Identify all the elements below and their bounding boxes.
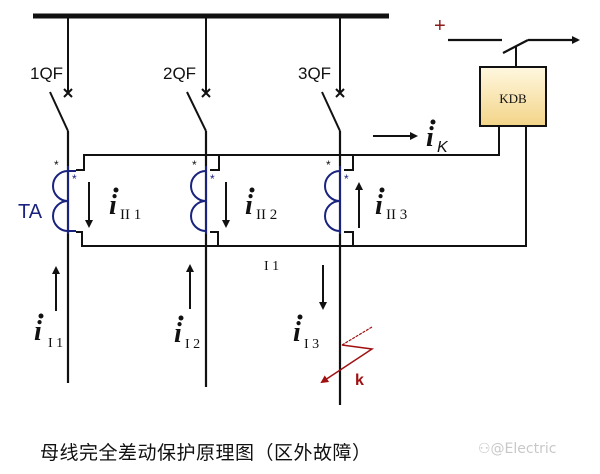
svg-text:i: i xyxy=(109,190,117,221)
trip-contact-blade xyxy=(502,39,529,54)
ct-1-coil-icon xyxy=(52,166,76,234)
i-I3-label: i I 3 xyxy=(293,314,319,352)
svg-text:K: K xyxy=(437,139,449,156)
polarity-mark-3b: * xyxy=(344,172,349,186)
polarity-mark-3a: * xyxy=(326,158,331,172)
kdb-relay-box xyxy=(479,66,547,127)
i-II3-label: i II 3 xyxy=(375,187,407,223)
svg-text:i: i xyxy=(426,122,434,153)
svg-text:i: i xyxy=(34,316,42,347)
i-I2-label: i I 2 xyxy=(174,315,200,352)
ct-3-coil-icon xyxy=(324,166,341,234)
polarity-mark-2b: * xyxy=(210,172,215,186)
breaker-2-label: 2QF xyxy=(163,64,196,83)
breaker-1-cross-icon xyxy=(63,88,73,98)
i-II1-label: i II 1 xyxy=(109,187,141,223)
svg-text:i: i xyxy=(293,317,301,348)
watermark: ⚇@Electric xyxy=(478,441,557,457)
mid-current-label: I 1 xyxy=(264,259,279,274)
polarity-mark-2a: * xyxy=(192,158,197,172)
secondary-top-wire xyxy=(76,126,500,171)
supply-plus-sign: + xyxy=(434,15,446,37)
i-II2-label: i II 2 xyxy=(245,187,277,223)
svg-text:I 3: I 3 xyxy=(304,337,319,352)
polarity-mark-1a: * xyxy=(54,158,59,172)
svg-text:II 1: II 1 xyxy=(120,207,141,223)
fault-label: k xyxy=(355,372,364,389)
breaker-3-label: 3QF xyxy=(298,64,331,83)
secondary-bottom-wire xyxy=(76,126,527,247)
svg-text:i: i xyxy=(174,318,182,349)
svg-text:I 1: I 1 xyxy=(48,336,63,351)
svg-text:I 2: I 2 xyxy=(185,337,200,352)
breaker-1-blade xyxy=(49,91,69,132)
breaker-2-blade xyxy=(186,91,207,132)
polarity-mark-1b: * xyxy=(72,172,77,186)
kdb-relay-label: KDB xyxy=(499,91,527,106)
breaker-1-label: 1QF xyxy=(30,64,63,83)
fault-lightning-icon xyxy=(320,326,375,384)
svg-text:II 3: II 3 xyxy=(386,207,407,223)
breaker-2-cross-icon xyxy=(201,88,211,98)
ct-2-coil-icon xyxy=(190,166,207,234)
i-k-label: i K xyxy=(426,119,449,156)
svg-text:i: i xyxy=(375,190,383,221)
ct-label: TA xyxy=(18,201,43,223)
i-I1-label: i I 1 xyxy=(34,313,63,351)
breaker-3-cross-icon xyxy=(335,88,345,98)
diagram-caption: 母线完全差动保护原理图（区外故障） xyxy=(40,442,372,464)
svg-text:II 2: II 2 xyxy=(256,207,277,223)
breaker-3-blade xyxy=(321,91,341,132)
svg-text:i: i xyxy=(245,190,253,221)
